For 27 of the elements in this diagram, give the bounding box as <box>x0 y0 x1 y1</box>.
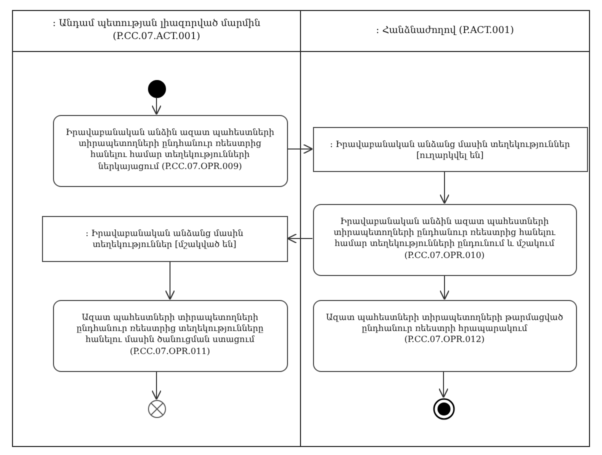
action-label: Իրավաբանական անձին ազատ պահեստների տիրապետողների ընդհանուր ռեեստրից հանելու համար տեղեկությունների ներկայացում (P.CC.07.OPR.009) <box>64 128 276 174</box>
arrow <box>439 171 450 204</box>
end-node <box>432 398 454 420</box>
arrow <box>286 233 313 244</box>
arrow <box>151 371 162 400</box>
lane-title: : Հանձնաժողով (P.ACT.001) <box>376 24 514 38</box>
object-box <box>42 216 288 262</box>
arrow <box>151 97 162 116</box>
action-box <box>312 204 576 276</box>
action-label: Ազատ պահեստների տիրապետողների թարմացված ընդհանուր ռեեստրի հրապարակում (P.CC.07.OPR.012) <box>324 312 564 348</box>
arrow <box>439 275 450 300</box>
object-box <box>312 126 588 172</box>
arrow <box>164 261 176 300</box>
arrow <box>287 144 314 154</box>
action-label: Իրավաբանական անձին ազատ պահեստների տիրապետողների ընդհանուր ռեեստրից հանելու համար տեղեկությունների ընդունում և մշակում (P.CC.07.OPR.010) <box>332 216 556 263</box>
swimlane <box>12 10 301 447</box>
action-box <box>52 300 288 372</box>
action-box <box>312 300 576 372</box>
swimlane <box>300 10 590 447</box>
action-label: Ազատ պահեստների տիրապետողների ընդհանուր ռեեստրից տեղեկությունները հանելու մասին ծանուցման ստացում (P.CC.07.OPR.011) <box>76 312 264 359</box>
flow-final-node <box>148 400 166 418</box>
object-label: : Իրավաբանական անձանց մասին տեղեկություններ [մշակված են] <box>84 228 244 252</box>
arrow <box>438 371 449 398</box>
object-label: : Իրավաբանական անձանց մասին տեղեկություններ [ուղարկվել են] <box>329 140 571 162</box>
action-box <box>52 114 288 186</box>
lane-title: : Անդամ պետության լիազորված մարմին (P.CC.07.ACT.001) <box>52 18 262 44</box>
start-node <box>148 80 166 98</box>
